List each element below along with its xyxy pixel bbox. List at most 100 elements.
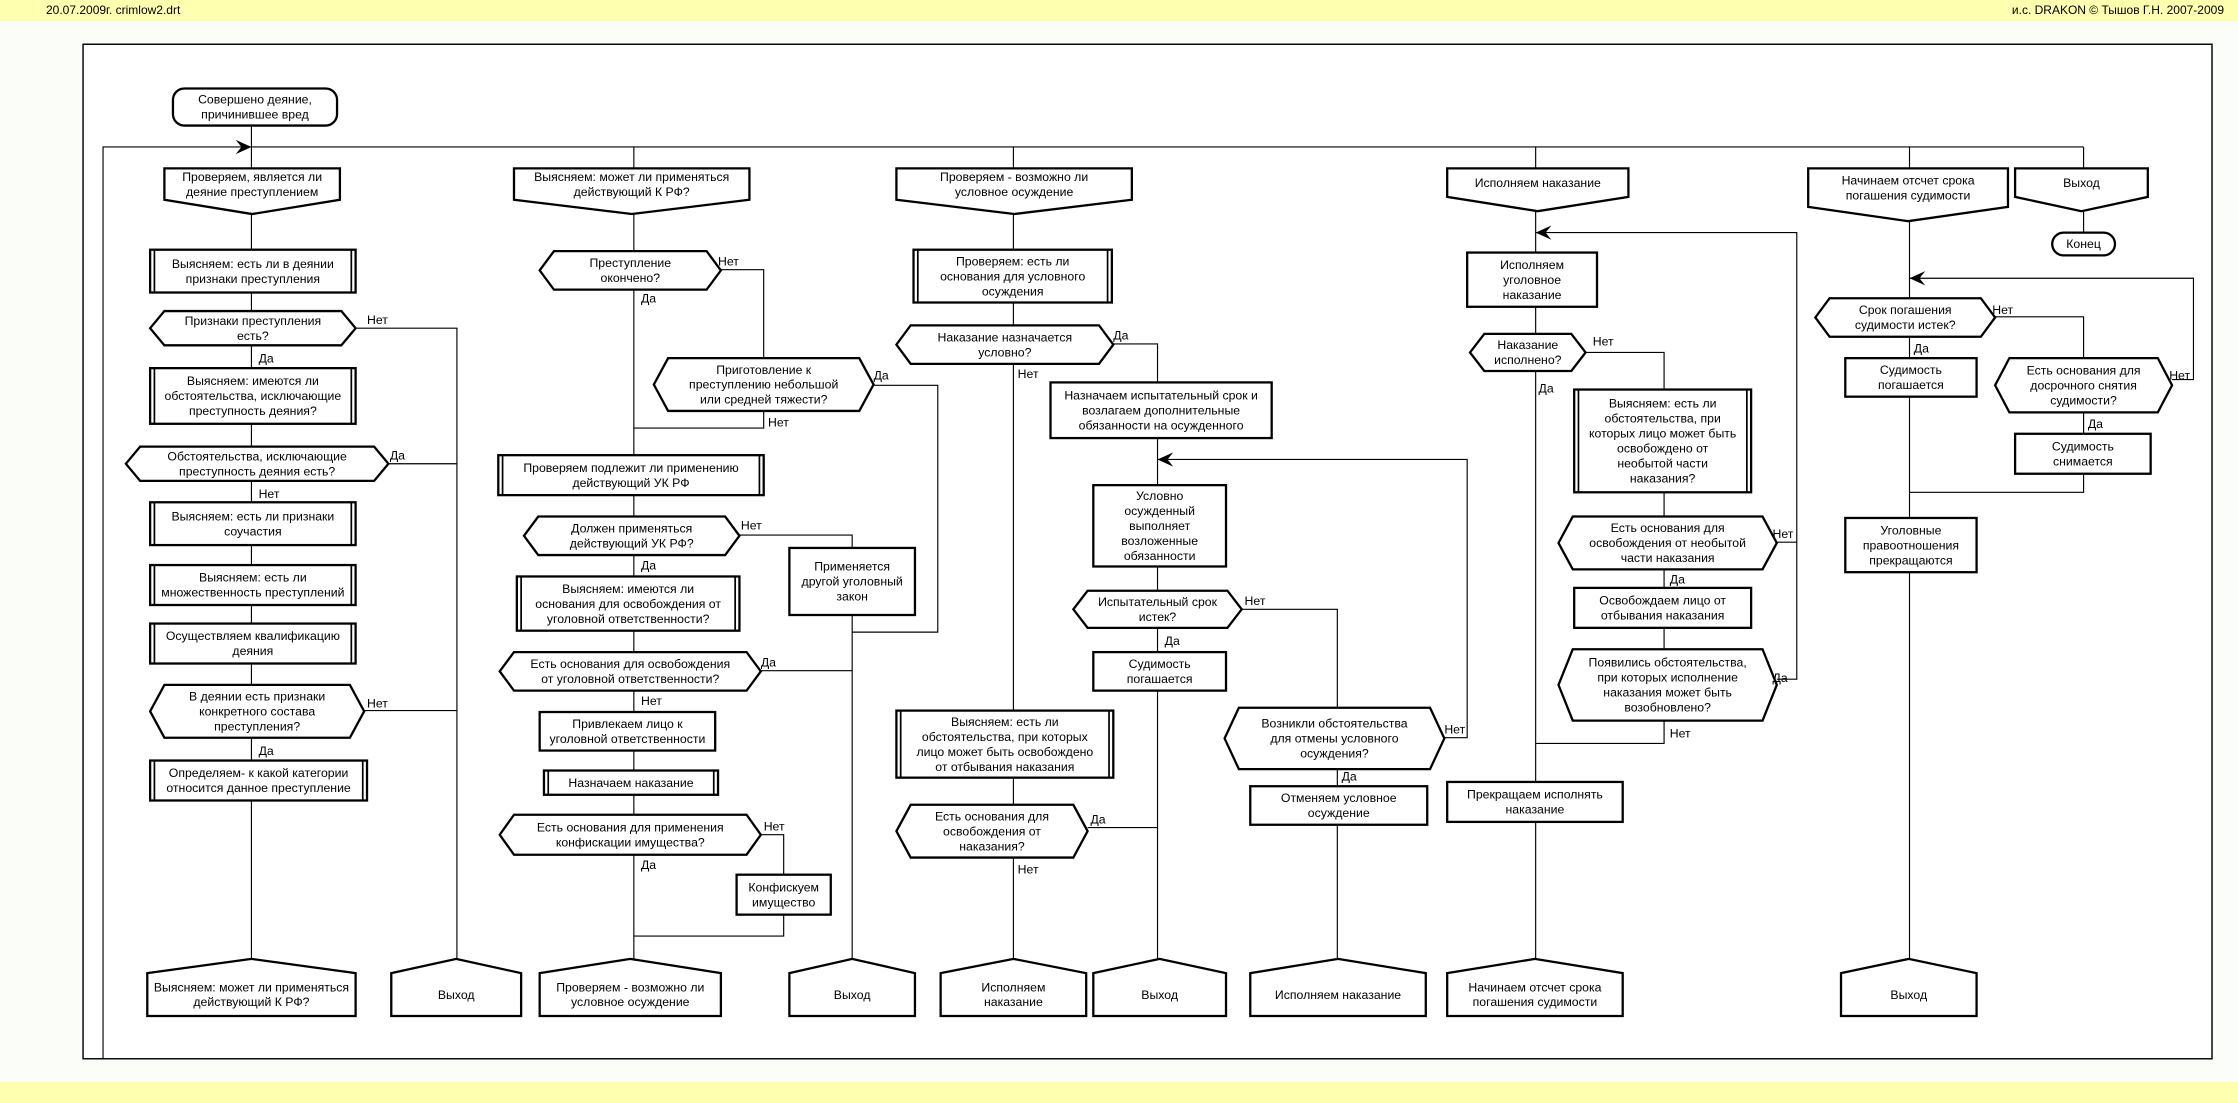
yes-label: Да xyxy=(259,351,274,365)
node-text: Появились обстоятельства,при которых исп… xyxy=(1589,656,1747,715)
yes-label: Да xyxy=(390,448,405,462)
yes-label: Да xyxy=(1914,341,1929,355)
branch-address-c3addr2[interactable]: Исполняем наказание xyxy=(1249,957,1427,1018)
yes-label: Да xyxy=(2088,417,2103,431)
branch-address-c3exit[interactable]: Выход xyxy=(1092,957,1228,1018)
no-label: Нет xyxy=(741,518,762,532)
connector-line xyxy=(1909,277,2195,381)
no-label: Нет xyxy=(1992,303,2013,317)
diagram-nodes: Совершено деяние,причинившее вредПроверя… xyxy=(124,87,2174,1018)
terminator-start[interactable]: Совершено деяние,причинившее вред xyxy=(171,87,339,127)
branch-header-b6[interactable]: Выход xyxy=(2013,167,2149,213)
yes-label: Да xyxy=(874,369,889,383)
branch-address-c1exit[interactable]: Выход xyxy=(390,957,523,1018)
yes-label: Да xyxy=(641,292,656,306)
connector-line xyxy=(852,384,939,633)
yes-label: Да xyxy=(1539,381,1554,395)
no-label: Нет xyxy=(1444,722,1465,736)
copyright-text: и.с. DRAKON © Тышов Г.Н. 2007-2009 xyxy=(2011,3,2224,17)
no-label: Нет xyxy=(367,697,388,711)
yes-label: Да xyxy=(641,558,656,572)
branch-header-b4[interactable]: Исполняем наказание xyxy=(1446,167,1630,213)
connector-line xyxy=(720,269,765,359)
branch-address-c2exit[interactable]: Выход xyxy=(788,957,917,1018)
arrow-icon xyxy=(235,139,252,155)
no-label: Нет xyxy=(1593,334,1614,348)
yes-label: Да xyxy=(1342,770,1357,784)
arrow-icon xyxy=(1157,452,1174,467)
branch-address-c5exit[interactable]: Выход xyxy=(1839,957,1978,1018)
subroutine-c2d[interactable]: Назначаем наказание xyxy=(542,769,720,796)
question-c4q3[interactable]: Появились обстоятельства,при которых исп… xyxy=(1557,648,1779,722)
terminator-end[interactable]: Конец xyxy=(2051,231,2117,257)
connector-line xyxy=(739,534,853,975)
